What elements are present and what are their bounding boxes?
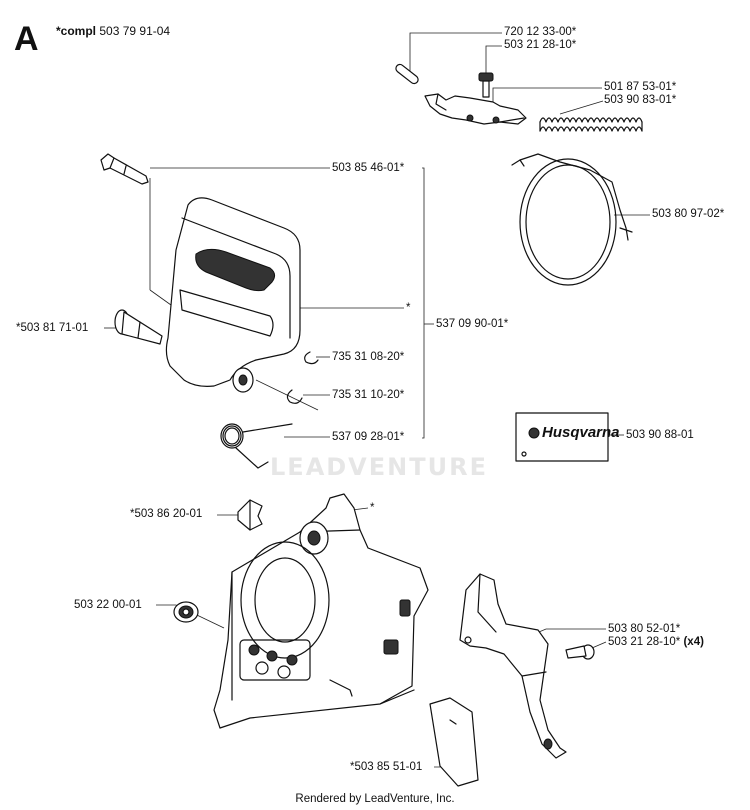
section-letter: A — [14, 20, 39, 58]
callout-shoulder-bolt: *503 81 71-01 — [16, 322, 89, 334]
callout-circlip-small: 735 31 08-20* — [332, 351, 405, 363]
brake-lever-part — [424, 93, 527, 125]
compl-number: 503 79 91-04 — [99, 24, 171, 38]
callout-plate: *503 85 51-01 — [350, 761, 423, 773]
leader-lines — [104, 32, 650, 768]
callout-clutch-cover: * — [370, 502, 375, 514]
callout-circlip-large: 735 31 10-20* — [332, 389, 405, 401]
callout-torsion-spring: 537 09 28-01* — [332, 431, 405, 443]
compl-prefix: *compl — [56, 24, 97, 38]
complete-assembly-label: *compl 503 79 91-04 — [56, 24, 170, 38]
callout-bolt-number: 503 21 28-10* — [608, 636, 681, 648]
callout-clip: *503 86 20-01 — [130, 508, 203, 520]
callout-decal: 503 90 88-01 — [626, 429, 694, 441]
flange-nut-part — [173, 601, 199, 623]
decal-logo-text: Husqvarna — [542, 424, 620, 441]
husqvarna-decal — [515, 412, 609, 462]
torsion-spring-part — [220, 423, 293, 469]
shoulder-bolt-part — [114, 309, 163, 345]
pin-part — [395, 63, 419, 85]
plate-part — [429, 697, 479, 787]
callout-handle-assembly: 537 09 90-01* — [436, 318, 509, 330]
chain-brake-handle-cover — [165, 197, 301, 393]
callout-pin: 720 12 33-00* — [504, 26, 577, 38]
callout-long-bolt: 503 85 46-01* — [332, 162, 405, 174]
callout-bolt-qty: (x4) — [683, 636, 704, 648]
callout-bolt-x4: 503 21 28-10* (x4) — [608, 636, 704, 649]
callout-brake-lever: 501 87 53-01* — [604, 81, 677, 93]
small-screw-part — [478, 72, 494, 98]
callout-handle-cover: * — [406, 302, 411, 314]
long-bolt-part — [100, 153, 149, 185]
circlip-large — [286, 389, 303, 404]
callout-brake-band: 503 80 97-02* — [652, 208, 725, 220]
spring-part — [539, 117, 643, 132]
circlip-small — [304, 351, 319, 365]
callout-chain-guard: 503 80 52-01* — [608, 623, 681, 635]
callout-flange-nut: 503 22 00-01 — [74, 599, 142, 611]
clutch-cover-part — [213, 493, 429, 729]
bolt-part — [565, 644, 595, 660]
chain-guard-part — [459, 573, 567, 759]
clip-part — [237, 499, 263, 531]
brake-band-part — [511, 153, 633, 286]
callout-spring: 503 90 83-01* — [604, 94, 677, 106]
callout-small-screw: 503 21 28-10* — [504, 39, 577, 51]
footer-credit: Rendered by LeadVenture, Inc. — [295, 793, 455, 805]
watermark: LEADVENTURE — [270, 453, 488, 481]
